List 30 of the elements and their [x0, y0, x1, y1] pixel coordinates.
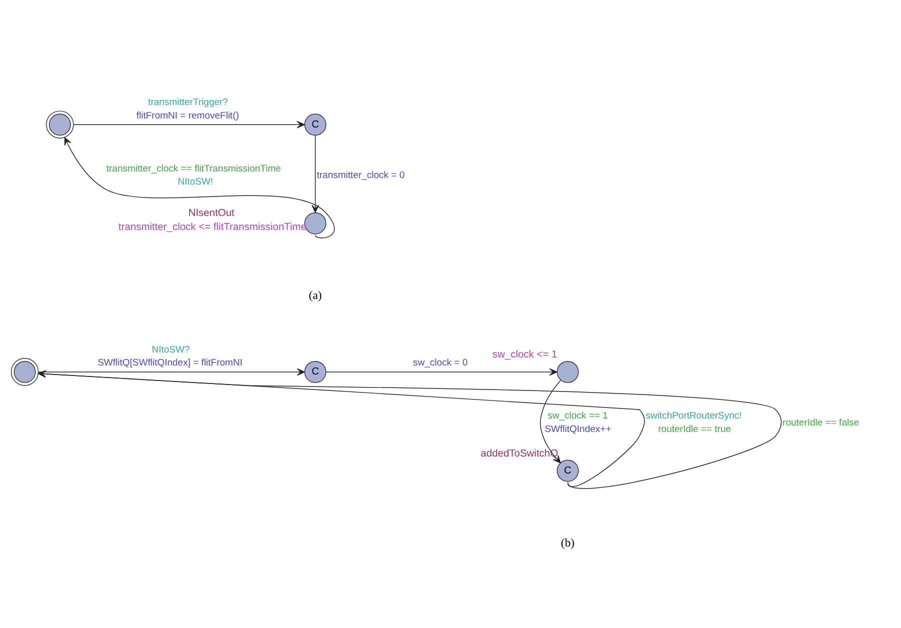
- node-label: sw_clock <= 1: [492, 348, 558, 360]
- edge-label: NItoSW?: [152, 344, 190, 355]
- node-circle: C: [556, 459, 579, 482]
- edge-label: transmitter_clock = 0: [316, 169, 405, 180]
- label: (a): [308, 288, 322, 302]
- node-circle: [556, 360, 579, 382]
- node-circle: C: [304, 113, 326, 136]
- arrow: [326, 368, 558, 376]
- edge-label: SWflitQ[SWflitQIndex] = flitFromNI: [98, 357, 242, 368]
- node-circle: [304, 212, 326, 234]
- edge-label: sw_clock = 0: [412, 357, 468, 368]
- node-circle: C: [304, 360, 326, 382]
- arrow: [38, 368, 305, 376]
- edge-label: NItoSW!: [178, 176, 214, 188]
- node-circle: [10, 358, 39, 386]
- label: (b): [560, 536, 575, 549]
- edge-label: transmitter_clock == flitTransmissionTime: [106, 162, 281, 174]
- edge-label: flitFromNI = removeFlit(): [136, 110, 240, 121]
- node-label: NIsentOut: [188, 207, 234, 218]
- edge-label: transmitterTrigger?: [148, 96, 228, 108]
- node-circle: [46, 110, 74, 138]
- edge-label: SWflitQIndex++: [544, 423, 612, 434]
- arrow: [312, 134, 319, 212]
- arrow: [540, 379, 562, 463]
- edge-label: routerIdle == true: [658, 423, 732, 434]
- node-label: transmitter_clock <= flitTransmissionTime: [118, 221, 307, 232]
- arrow: [73, 120, 305, 128]
- edge-label: sw_clock == 1: [548, 410, 608, 422]
- edge-label: routerIdle == false: [782, 416, 860, 428]
- edge-label: switchPortRouterSync!: [646, 410, 742, 422]
